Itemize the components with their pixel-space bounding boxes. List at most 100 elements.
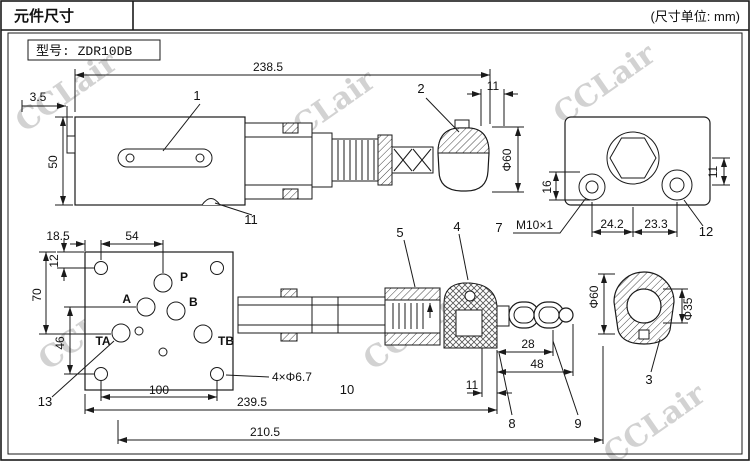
knob-insert	[455, 309, 483, 337]
clevis-stem	[496, 305, 510, 327]
seal-gland	[282, 188, 299, 200]
callout-1: 1	[162, 88, 201, 152]
dim-offset: 3.5	[30, 90, 47, 104]
unit-note: (尺寸单位: mm)	[650, 9, 740, 24]
seal-gland	[280, 288, 298, 298]
dimension-11-end: 11	[706, 157, 730, 186]
sheet-title: 元件尺寸	[14, 7, 74, 25]
dim-48: 48	[530, 357, 544, 371]
dimension-24-2-23-3: 24.2 23.3	[591, 202, 678, 237]
part-number-9: 9	[574, 416, 581, 431]
port-label-tb: TB	[218, 334, 234, 348]
dimension-100: 100	[100, 381, 218, 401]
knob-detail	[464, 290, 476, 302]
callout-13: 13	[38, 340, 115, 409]
bolt-hole-note: 4×Φ6.7	[225, 370, 312, 384]
dimension-70: 70	[30, 251, 111, 335]
right-port-hole	[669, 177, 685, 193]
dim-18-5: 18.5	[46, 229, 70, 243]
callout-11: 11	[214, 202, 258, 227]
dimension-46: 46	[53, 306, 136, 375]
side-view: 238.5 3.5 50 11 Φ60 1	[21, 60, 524, 227]
dimension-48: 48	[497, 324, 574, 376]
side-tab	[66, 135, 76, 154]
threaded-section	[331, 138, 379, 182]
dim-body-height: 50	[46, 155, 60, 169]
spring-coils	[392, 303, 424, 329]
bolt-hole	[94, 367, 108, 381]
dimension-238-5: 238.5	[74, 60, 491, 124]
part-number-10: 10	[340, 382, 354, 397]
port-b	[166, 301, 186, 321]
neck	[311, 132, 333, 188]
port-tb	[193, 324, 213, 344]
port-view: P A B TA TB 18.5 54 12 70	[30, 229, 354, 409]
slot-hole	[125, 153, 135, 163]
dim-23-3: 23.3	[644, 217, 668, 231]
callout-8: 8	[498, 352, 516, 431]
dim-239-5: 239.5	[237, 395, 267, 409]
dim-46: 46	[53, 336, 67, 350]
toggle-end	[558, 307, 574, 323]
callout-10: 10	[340, 382, 354, 397]
port-a	[136, 297, 156, 317]
valve-sleeve	[244, 122, 313, 200]
dimension-12: 12	[47, 239, 94, 281]
callout-5: 5	[396, 225, 416, 288]
knob-stem	[454, 119, 470, 129]
dim-70: 70	[30, 288, 44, 302]
callout-4: 4	[453, 219, 469, 281]
dim-sec-11: 11	[466, 378, 479, 392]
callout-3: 3	[645, 338, 661, 387]
port-p	[153, 273, 173, 293]
stem-shaft	[391, 146, 434, 174]
hex-plug	[609, 137, 657, 179]
port-face	[84, 251, 234, 391]
dimension-18-5: 18.5	[46, 229, 115, 251]
dimension-16: 16	[540, 171, 590, 201]
dimension-239-5: 239.5	[84, 394, 497, 414]
part-number-7: 7	[495, 220, 502, 235]
watermark: CCLair	[597, 376, 713, 461]
part-number-1: 1	[193, 88, 200, 103]
port-label-p: P	[180, 270, 188, 284]
dim-100: 100	[149, 383, 169, 397]
housing-wall	[384, 287, 441, 301]
dim-knob-dia: Φ60	[500, 148, 514, 171]
section-view: 28 48 11 239.5 210.5 5	[84, 219, 615, 444]
dimension-phi60-side: Φ60	[492, 126, 524, 193]
thread-spec: M10×1	[516, 218, 553, 232]
model-box	[27, 39, 161, 61]
knob-keyway	[638, 329, 650, 340]
dimension-phi35: Φ35	[663, 288, 695, 324]
dim-knob-dia-end: Φ60	[587, 285, 601, 308]
port-label-b: B	[189, 295, 198, 309]
dim-24-2: 24.2	[600, 217, 624, 231]
part-number-3: 3	[645, 372, 652, 387]
part-number-8: 8	[508, 416, 515, 431]
dimension-54: 54	[100, 229, 164, 273]
dimension-210-5: 210.5	[117, 346, 604, 444]
knob-inner-bore	[626, 288, 662, 324]
port-ta	[111, 323, 131, 343]
dim-12: 12	[47, 254, 61, 268]
dimension-50: 50	[46, 116, 73, 206]
pilot-hole	[134, 326, 144, 336]
end-view: 16 11 24.2 23.3 7 M10×1 12	[495, 116, 730, 239]
housing-wall	[384, 332, 441, 346]
seal-gland	[280, 332, 298, 342]
part-number-11: 11	[244, 212, 258, 227]
callout-2: 2	[417, 81, 460, 133]
dim-end-16: 16	[540, 180, 554, 194]
part-number-4: 4	[453, 219, 460, 234]
knob-section-hatch	[437, 127, 490, 154]
side-port-hole	[585, 180, 599, 194]
dim-4xphi6-7: 4×Φ6.7	[272, 370, 312, 384]
dim-total-length: 238.5	[253, 60, 283, 74]
seal-gland	[282, 122, 299, 134]
dim-knob-offset: 11	[487, 79, 500, 93]
lock-nut	[377, 134, 393, 186]
part-number-2: 2	[417, 81, 424, 96]
